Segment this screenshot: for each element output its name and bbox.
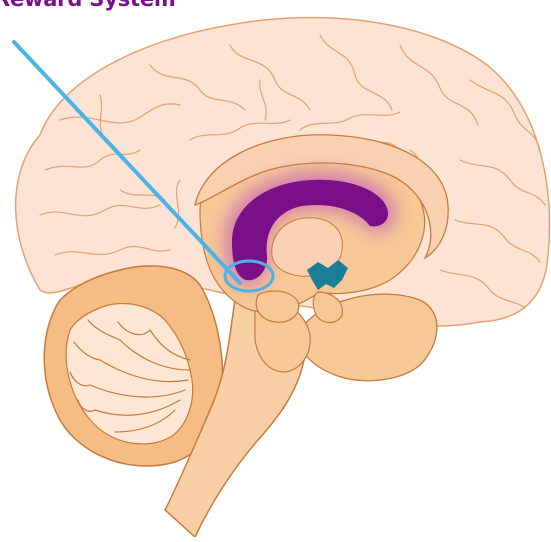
- midbrain: [256, 291, 299, 322]
